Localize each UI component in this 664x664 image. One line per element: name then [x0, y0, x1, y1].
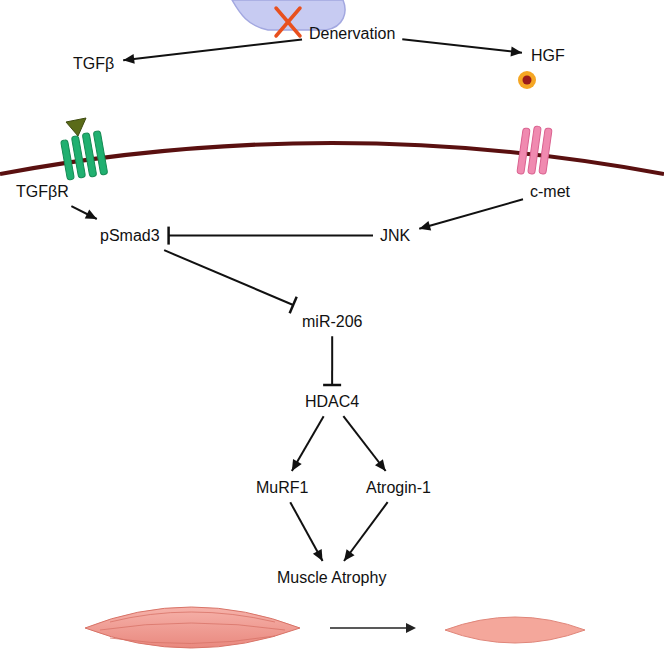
- inhibition-bar: [290, 297, 297, 314]
- pathway-node: c-met: [526, 180, 574, 203]
- connector-line: [419, 199, 523, 228]
- pathway-node: TGFβR: [12, 180, 73, 203]
- cross-mark: [276, 8, 300, 36]
- node-label: Muscle Atrophy: [277, 568, 386, 587]
- node-label: HGF: [531, 46, 565, 65]
- arrowhead: [313, 549, 323, 561]
- node-label: TGFβ: [73, 54, 114, 73]
- inhibition-bar: [323, 384, 341, 387]
- pathway-connector: [323, 336, 341, 385]
- arrowhead: [344, 549, 355, 561]
- pathway-connector: [402, 39, 522, 56]
- pathway-node: Muscle Atrophy: [273, 566, 390, 589]
- pathway-connector: [292, 416, 324, 471]
- node-label: c-met: [530, 182, 570, 201]
- arrowhead: [511, 46, 522, 56]
- tgfb-ligand: [66, 118, 86, 136]
- pathway-connector: [343, 416, 385, 471]
- connector-line: [164, 250, 293, 305]
- pathway-connector: [164, 250, 297, 313]
- node-label: HDAC4: [305, 392, 359, 411]
- muscle-striations: [100, 612, 285, 644]
- node-label: JNK: [380, 226, 410, 245]
- cmet-receptor: [517, 126, 552, 175]
- arrowhead: [375, 459, 386, 471]
- pathway-connector: [344, 502, 388, 561]
- connector-line: [123, 39, 302, 60]
- pathway-node: MuRF1: [252, 476, 312, 499]
- node-label: MuRF1: [256, 478, 308, 497]
- transition-arrowhead: [406, 623, 416, 633]
- node-label: Denervation: [309, 24, 395, 43]
- connector-line: [344, 502, 388, 561]
- pathway-connector: [169, 227, 373, 245]
- connector-line: [331, 336, 333, 385]
- pathway-node: TGFβ: [69, 52, 118, 75]
- arrowhead: [85, 210, 97, 219]
- hgf-ligand-core: [523, 76, 532, 85]
- inhibition-bar: [167, 227, 170, 245]
- pathway-connector: [71, 206, 96, 219]
- transition-arrow: [330, 627, 410, 629]
- node-label: pSmad3: [100, 226, 160, 245]
- pathway-connector: [123, 39, 302, 63]
- hgf-ligand: [518, 71, 536, 89]
- muscle-normal: [85, 607, 300, 648]
- pathway-node: pSmad3: [96, 224, 164, 247]
- arrowhead: [292, 459, 302, 471]
- arrowhead: [123, 54, 135, 64]
- node-label: TGFβR: [16, 182, 69, 201]
- pathway-connector: [419, 199, 523, 230]
- pathway-node: HGF: [527, 44, 569, 67]
- pathway-connector: [290, 502, 322, 561]
- pathway-node: HDAC4: [301, 390, 363, 413]
- connector-line: [71, 206, 96, 219]
- node-label: Atrogin-1: [366, 478, 431, 497]
- pathway-node: Denervation: [305, 22, 399, 45]
- tgfb-receptor: [61, 131, 108, 181]
- muscle-atrophied: [445, 617, 585, 643]
- connector-line: [292, 416, 324, 471]
- pathway-node: Atrogin-1: [362, 476, 435, 499]
- connector-line: [343, 416, 385, 471]
- connector-line: [402, 39, 522, 52]
- node-label: miR-206: [302, 312, 362, 331]
- arrowhead: [419, 221, 431, 231]
- pathway-node: JNK: [376, 224, 414, 247]
- pathway-node: miR-206: [298, 310, 366, 333]
- connector-line: [290, 502, 322, 561]
- connector-line: [169, 235, 373, 237]
